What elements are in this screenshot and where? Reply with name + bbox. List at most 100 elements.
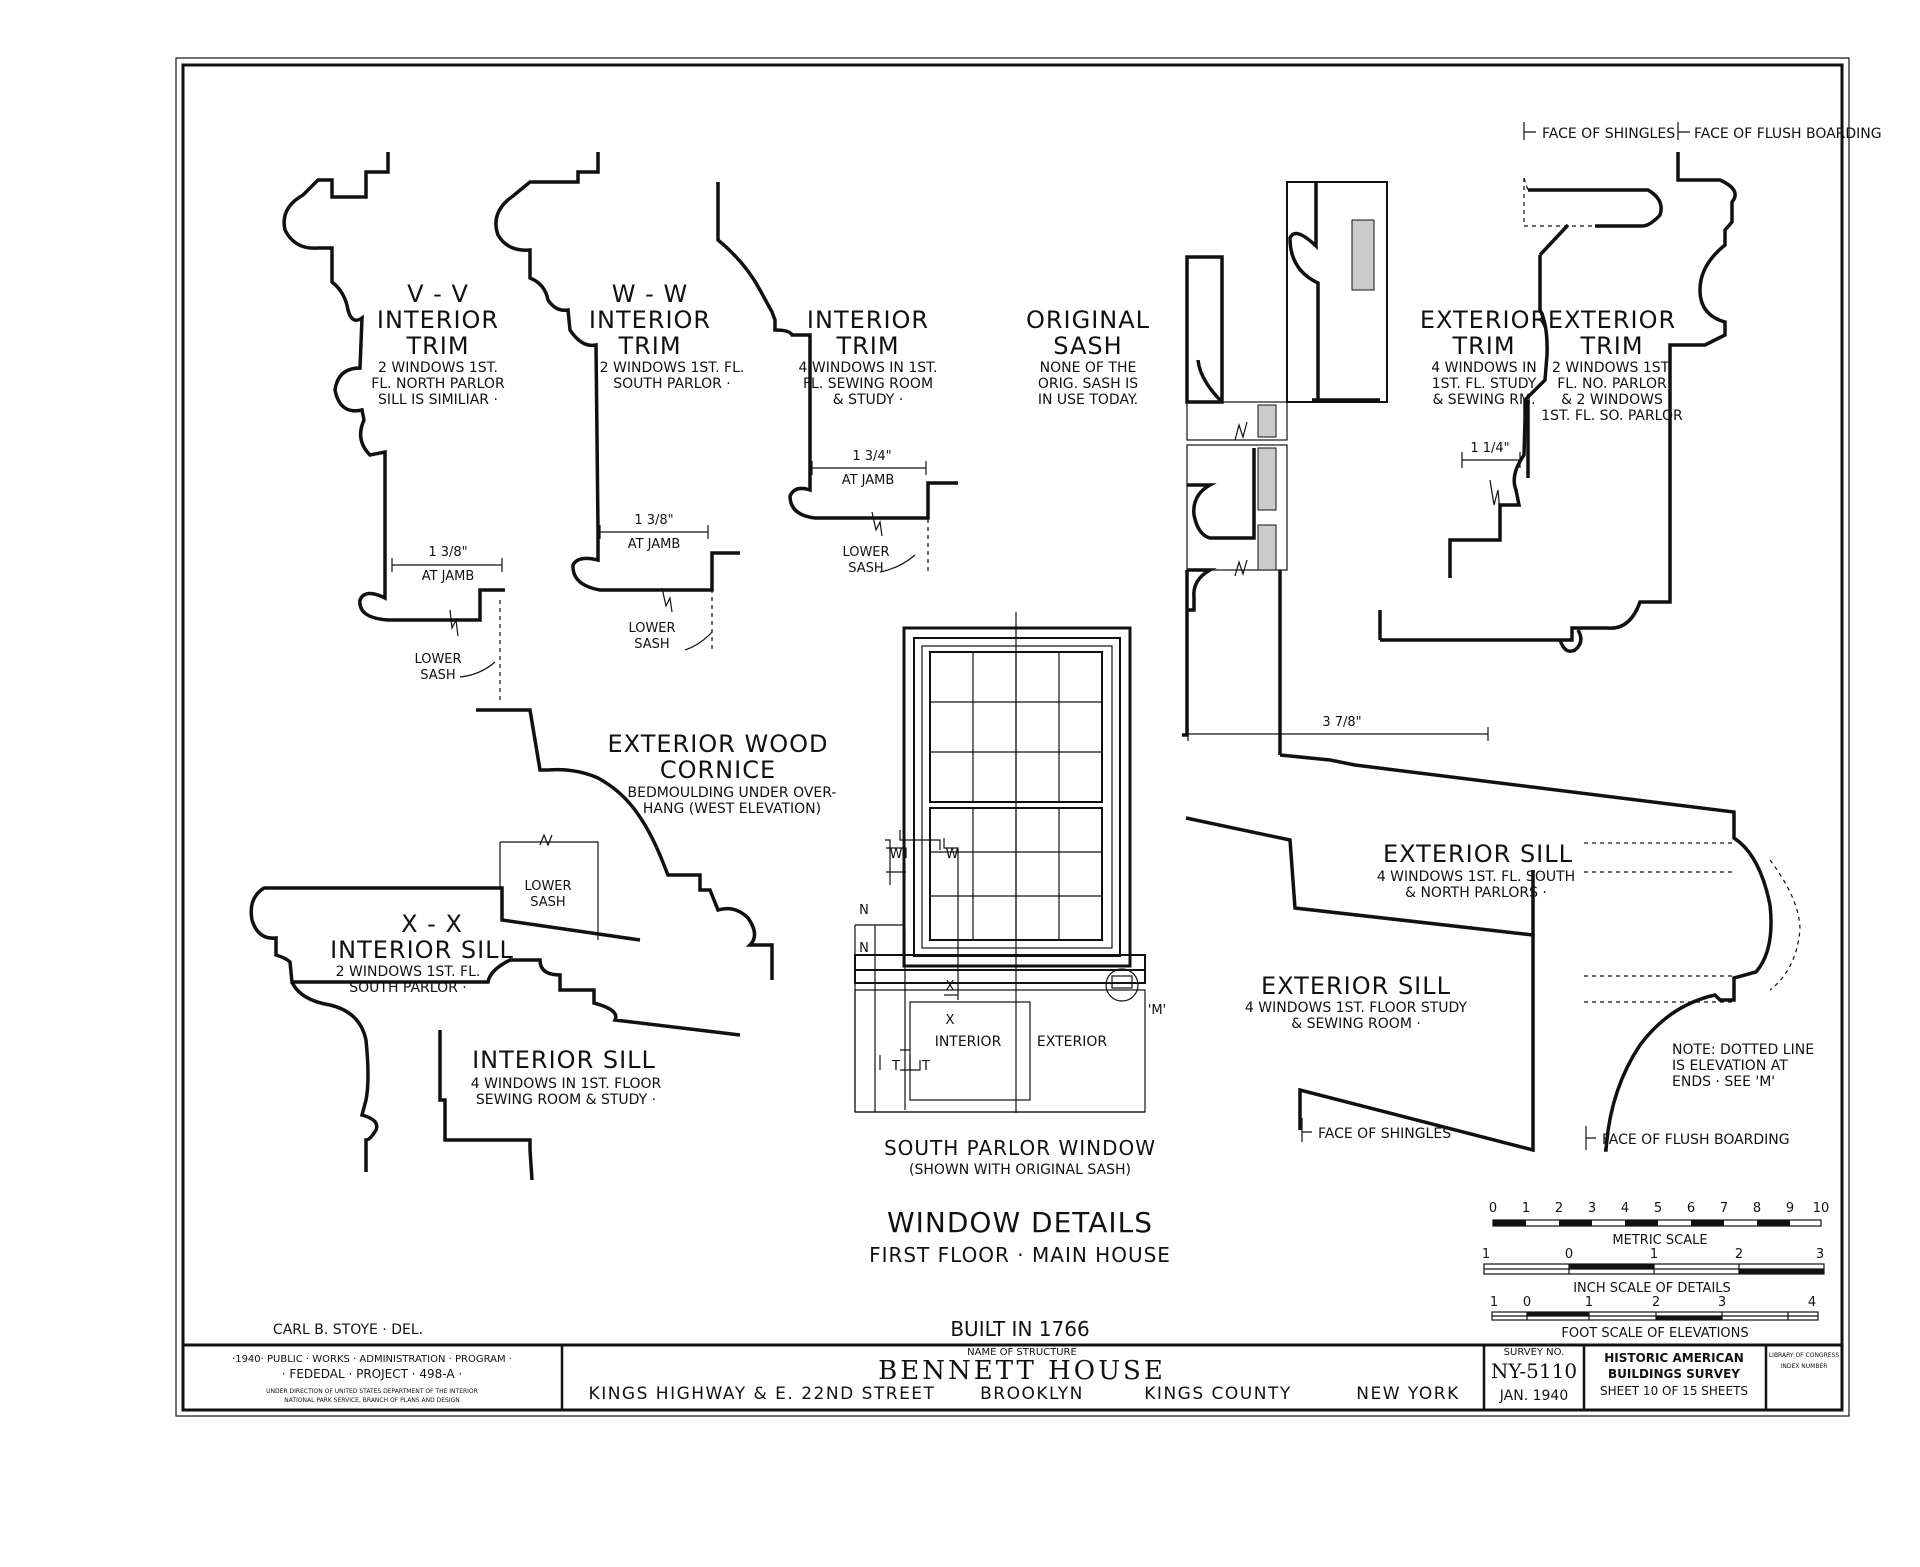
ww-sash1: LOWER (628, 621, 675, 636)
xx-title: INTERIOR SILL (330, 936, 514, 964)
foot-label: FOOT SCALE OF ELEVATIONS (1561, 1326, 1748, 1341)
it4-sash2: SASH (848, 561, 883, 576)
vv-note3: SILL IS SIMILIAR · (378, 392, 498, 408)
metric-tick-4: 4 (1621, 1201, 1629, 1216)
survey-label: SURVEY NO. (1504, 1347, 1565, 1358)
detail-south-parlor-window: W W N N X X T T 'M' INTERIOR EXTERIOR SO… (854, 612, 1166, 1178)
es-south-note2: & NORTH PARLORS · (1405, 885, 1547, 901)
cornice-note1: BEDMOULDING UNDER OVER- (628, 785, 837, 801)
vv-dim: 1 3/8" (428, 545, 467, 560)
metric-tick-8: 8 (1753, 1201, 1761, 1216)
metric-tick-1: 1 (1522, 1201, 1530, 1216)
is4-note2: SEWING ROOM & STUDY · (476, 1092, 656, 1108)
foot-tick-1: 0 (1523, 1295, 1531, 1310)
xx-note1: 2 WINDOWS 1ST. FL. (336, 964, 481, 980)
inch-tick-4: 3 (1816, 1247, 1824, 1262)
window-mark-x-bottom: X (946, 1013, 955, 1028)
et2-title: EXTERIOR (1548, 306, 1676, 334)
loc-line-1: LIBRARY OF CONGRESS (1769, 1352, 1840, 1359)
orig-note2: ORIG. SASH IS (1038, 376, 1138, 392)
face-shingles-top: FACE OF SHINGLES (1542, 126, 1675, 142)
foot-tick-4: 3 (1718, 1295, 1726, 1310)
window-mark-x-top: X (946, 979, 955, 994)
es-study-title: EXTERIOR SILL (1261, 972, 1451, 1000)
xx-sash1: LOWER (524, 879, 571, 894)
foot-tick-0: 1 (1490, 1295, 1498, 1310)
window-note: (SHOWN WITH ORIGINAL SASH) (909, 1162, 1131, 1178)
et4-note3: & SEWING RM. (1432, 392, 1535, 408)
et2-title2: TRIM (1579, 332, 1643, 360)
it4-dim: 1 3/4" (852, 449, 891, 464)
vv-note1: 2 WINDOWS 1ST. (378, 360, 498, 376)
it4-note1: 4 WINDOWS IN 1ST. (799, 360, 938, 376)
drawing-title: WINDOW DETAILS (887, 1206, 1153, 1239)
it4-title2: TRIM (835, 332, 899, 360)
metric-tick-5: 5 (1654, 1201, 1662, 1216)
inch-tick-0: 1 (1482, 1247, 1490, 1262)
vv-dim-label: AT JAMB (422, 569, 475, 584)
sheet-number: SHEET 10 OF 15 SHEETS (1600, 1384, 1748, 1398)
ww-title: INTERIOR (589, 306, 711, 334)
title-block: ·1940· PUBLIC · WORKS · ADMINISTRATION ·… (183, 1343, 1842, 1410)
detail-exterior-sill-parlors: EXTERIOR SILL 4 WINDOWS 1ST. FL. SOUTH &… (1185, 753, 1801, 1153)
structure-name: BENNETT HOUSE (878, 1356, 1166, 1386)
it4-dim-label: AT JAMB (842, 473, 895, 488)
note-dotted-3: ENDS · SEE 'M' (1672, 1074, 1775, 1090)
inch-scale: 1 0 1 2 3 INCH SCALE OF DETAILS (1482, 1247, 1825, 1296)
vv-sash1: LOWER (414, 652, 461, 667)
window-exterior-label: EXTERIOR (1037, 1034, 1107, 1050)
agency-line-4: NATIONAL PARK SERVICE, BRANCH OF PLANS A… (284, 1397, 460, 1404)
name-label: NAME OF STRUCTURE (967, 1347, 1077, 1358)
metric-tick-9: 9 (1786, 1201, 1794, 1216)
window-mark-m: 'M' (1148, 1003, 1166, 1018)
city: BROOKLYN (980, 1384, 1084, 1404)
detail-exterior-trim-4: EXTERIOR TRIM 4 WINDOWS IN 1ST. FL. STUD… (1420, 177, 1663, 578)
metric-scale: 0 1 2 3 4 5 6 7 8 9 10 METRIC SCALE (1489, 1201, 1829, 1248)
window-mark-n-top: N (859, 903, 869, 918)
built-date: BUILT IN 1766 (950, 1317, 1089, 1341)
inner-border (181, 63, 1844, 1412)
et4-note2: 1ST. FL. STUDY (1432, 376, 1537, 392)
et2-note3: & 2 WINDOWS (1561, 392, 1663, 408)
address: KINGS HIGHWAY & E. 22ND STREET (589, 1384, 936, 1404)
window-mark-t-left: T (891, 1059, 900, 1074)
detail-exterior-sill-study: EXTERIOR SILL 4 WINDOWS 1ST. FLOOR STUDY… (1245, 972, 1468, 1032)
it4-note2: FL. SEWING ROOM (803, 376, 933, 392)
detail-original-sash: ORIGINAL SASH NONE OF THE ORIG. SASH IS … (1026, 181, 1489, 755)
window-interior-label: INTERIOR (935, 1034, 1002, 1050)
detail-interior-trim-4: INTERIOR TRIM 4 WINDOWS IN 1ST. FL. SEWI… (716, 182, 958, 576)
survey-number: NY-5110 (1491, 1359, 1577, 1383)
survey-date: JAN. 1940 (1499, 1388, 1568, 1404)
face-shingles-bot: FACE OF SHINGLES (1318, 1126, 1451, 1142)
scales: 0 1 2 3 4 5 6 7 8 9 10 METRIC SCALE 1 0 … (1482, 1201, 1829, 1341)
et2-note4: 1ST. FL. SO. PARLOR (1541, 408, 1683, 424)
window-mark-t-right: T (921, 1059, 930, 1074)
ww-dim-label: AT JAMB (628, 537, 681, 552)
ww-title2: TRIM (617, 332, 681, 360)
outer-border (175, 57, 1850, 1417)
loc-line-2: INDEX NUMBER (1781, 1363, 1828, 1370)
state: NEW YORK (1356, 1384, 1459, 1404)
et4-note1: 4 WINDOWS IN (1431, 360, 1536, 376)
is4-title: INTERIOR SILL (472, 1046, 656, 1074)
foot-tick-5: 4 (1808, 1295, 1816, 1310)
vv-mark: V - V (407, 280, 469, 308)
vv-sash2: SASH (420, 668, 455, 683)
detail-exterior-trim-2: EXTERIOR TRIM 2 WINDOWS 1ST. FL. NO. PAR… (1378, 152, 1737, 653)
cornice-title2: CORNICE (660, 756, 776, 784)
et2-note2: FL. NO. PARLOR (1557, 376, 1667, 392)
detail-ww-interior-trim: W - W INTERIOR TRIM 2 WINDOWS 1ST. FL. S… (494, 152, 744, 652)
face-labels-top: FACE OF SHINGLES FACE OF FLUSH BOARDING (1523, 122, 1882, 142)
it4-title: INTERIOR (807, 306, 929, 334)
metric-tick-0: 0 (1489, 1201, 1497, 1216)
foot-scale: 1 0 1 2 3 4 FOOT SCALE OF ELEVATIONS (1490, 1295, 1819, 1341)
foot-tick-2: 1 (1585, 1295, 1593, 1310)
inch-tick-3: 2 (1735, 1247, 1743, 1262)
detail-vv-interior-trim: V - V INTERIOR TRIM 2 WINDOWS 1ST. FL. N… (282, 152, 505, 700)
it4-note3: & STUDY · (833, 392, 904, 408)
note-dotted-1: NOTE: DOTTED LINE (1672, 1042, 1814, 1058)
es-south-note1: 4 WINDOWS 1ST. FL. SOUTH (1377, 869, 1575, 885)
orig-title: ORIGINAL (1026, 306, 1150, 334)
foot-tick-3: 2 (1652, 1295, 1660, 1310)
